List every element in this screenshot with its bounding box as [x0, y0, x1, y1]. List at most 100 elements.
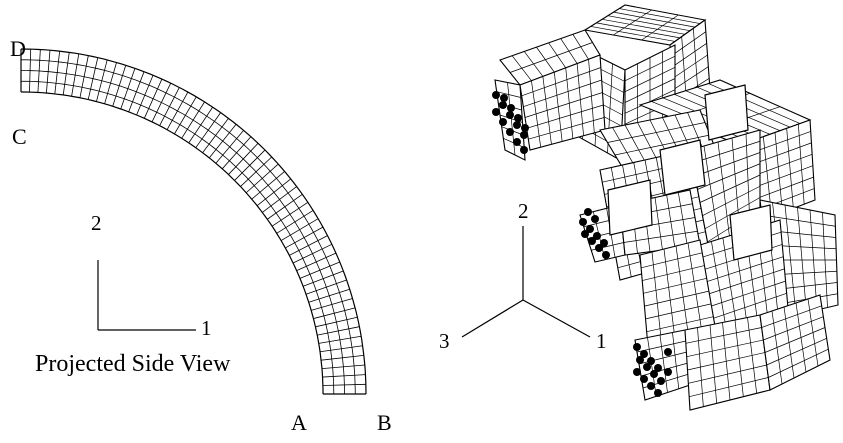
boundary-node [500, 94, 508, 102]
mesh-line [797, 124, 805, 205]
arc-mesh-spoke [256, 178, 291, 207]
arc-mesh-spoke [285, 226, 324, 249]
bottom-arm-side [759, 294, 831, 391]
boundary-node [492, 91, 500, 99]
boundary-node [514, 114, 522, 122]
arc-mesh-spoke [159, 87, 180, 126]
boundary-node [640, 375, 648, 383]
boundary-node [581, 230, 589, 238]
arc-mesh-spoke [29, 49, 32, 93]
side-axis-1-label: 1 [201, 316, 212, 340]
boundary-node [647, 357, 655, 365]
arc-mesh-spoke [120, 68, 136, 110]
arc-mesh-spoke [289, 235, 328, 256]
boundary-node [633, 343, 641, 351]
boundary-node [506, 128, 514, 136]
arc-mesh-spoke [317, 326, 360, 336]
projected-side-view-caption: Projected Side View [35, 351, 231, 377]
corner-label-d: D [10, 36, 26, 61]
arc-mesh-spoke [322, 374, 366, 378]
arc-mesh-spoke [181, 101, 205, 139]
arc-mesh-spoke [296, 252, 337, 272]
mesh-line [645, 303, 712, 320]
boundary-node [499, 101, 507, 109]
boundary-node [506, 111, 514, 119]
arc-mesh-spoke [240, 156, 272, 187]
mesh-line [528, 117, 605, 140]
mesh-line [670, 31, 707, 57]
boundary-node [499, 118, 507, 126]
boundary-node [647, 382, 655, 390]
mesh-line [673, 66, 709, 90]
arc-mesh-spoke [104, 62, 117, 104]
boundary-node [643, 363, 651, 371]
mesh-line [614, 134, 711, 156]
mesh-line [526, 104, 604, 129]
arc-mesh-spoke [143, 78, 163, 119]
arc-mesh-spoke [305, 279, 347, 295]
arc-mesh-spoke [302, 270, 344, 287]
boundary-node [640, 350, 648, 358]
mesh-line [521, 67, 601, 97]
mesh-line [623, 230, 698, 243]
arc-mesh-spoke [245, 163, 279, 194]
mesh-line [686, 339, 764, 358]
arc-mesh-spoke [188, 106, 214, 144]
mesh-line [624, 67, 676, 92]
arc-mesh-spoke [202, 118, 229, 153]
mesh-line [624, 78, 676, 103]
boundary-node [584, 208, 592, 216]
boundary-node [593, 232, 601, 240]
arc-mesh-spoke [234, 149, 266, 181]
mesh-line [688, 364, 767, 384]
mesh-line [613, 11, 696, 28]
mesh-line [642, 265, 705, 281]
mesh-line [641, 252, 703, 269]
boundary-node [513, 121, 521, 129]
arc-mesh-spoke [322, 383, 366, 386]
mesh-line [710, 280, 786, 307]
boundary-node [513, 138, 521, 146]
boundary-node [654, 389, 662, 397]
arc-mesh-spoke [311, 298, 353, 311]
corner-label-a: A [291, 410, 307, 435]
mesh-line [644, 290, 709, 307]
mesh-line [613, 9, 652, 36]
mesh-line [619, 8, 701, 24]
mesh-line [672, 54, 708, 79]
mesh-line [764, 327, 826, 353]
triad-axes [461, 226, 591, 338]
mesh-line [596, 22, 681, 39]
arc-mesh-spoke [262, 186, 297, 213]
boundary-node [664, 368, 672, 376]
arc-mesh-spoke [166, 91, 189, 130]
arc-mesh-spoke [318, 335, 362, 344]
mesh-line [689, 377, 769, 398]
arc-mesh-spoke [136, 75, 154, 116]
boundary-node [520, 131, 528, 139]
mesh-line [761, 305, 822, 328]
mesh-line [636, 340, 687, 353]
mesh-line [602, 18, 686, 35]
arc-mesh-ring [20, 48, 367, 395]
arc-mesh-spoke [221, 136, 252, 170]
arc-mesh-spoke [62, 52, 70, 96]
arc-mesh-spoke [71, 53, 80, 97]
mesh-line [607, 122, 706, 143]
boundary-node [492, 108, 500, 116]
boundary-node [600, 239, 608, 247]
side-view-axes [97, 260, 196, 331]
mesh-line [590, 26, 676, 42]
arc-mesh-spoke [96, 59, 108, 102]
mesh-line [641, 14, 679, 41]
arc-mesh-spoke [87, 57, 99, 100]
triad-axis-3-label: 3 [439, 329, 450, 353]
mesh-line [624, 55, 676, 82]
triad-axis-1-label: 1 [596, 329, 607, 353]
mesh-line [638, 351, 688, 365]
mesh-line [671, 43, 707, 68]
mesh-line [607, 15, 691, 32]
boundary-node [588, 237, 596, 245]
boundary-node [507, 104, 515, 112]
boundary-node [521, 124, 529, 132]
